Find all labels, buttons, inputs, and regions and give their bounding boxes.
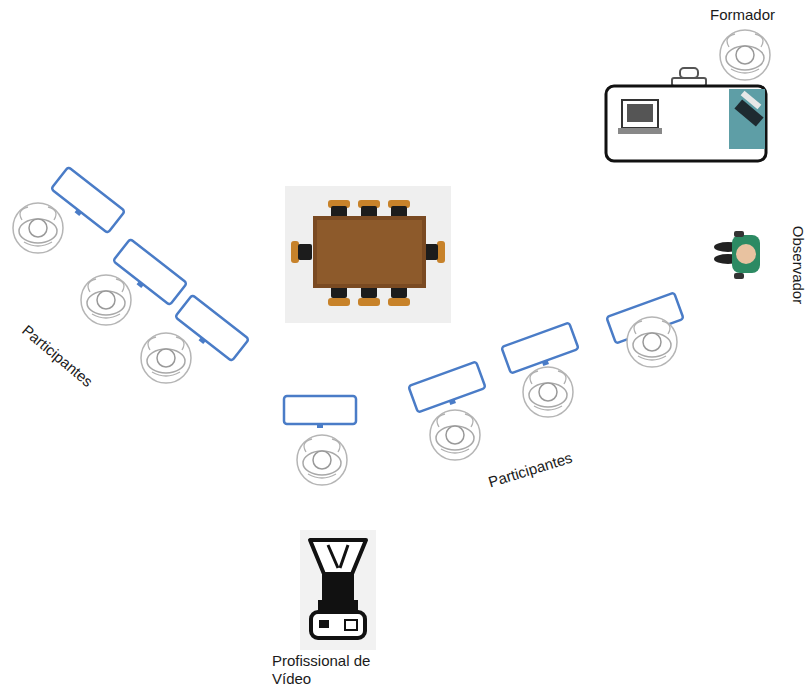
observer-figure: [714, 231, 760, 279]
group-label: Participantes: [486, 449, 574, 492]
trainer-station: [606, 30, 770, 161]
role-label: Profissional de Vídeo: [272, 652, 397, 688]
participant-center: [284, 396, 356, 485]
role-label: Observador: [789, 226, 807, 304]
group-label: Participantes: [18, 321, 96, 391]
role-label: Formador: [710, 6, 775, 24]
video-camera-icon: [300, 530, 376, 650]
meeting-table: [285, 186, 451, 323]
participants-right: [408, 293, 685, 460]
